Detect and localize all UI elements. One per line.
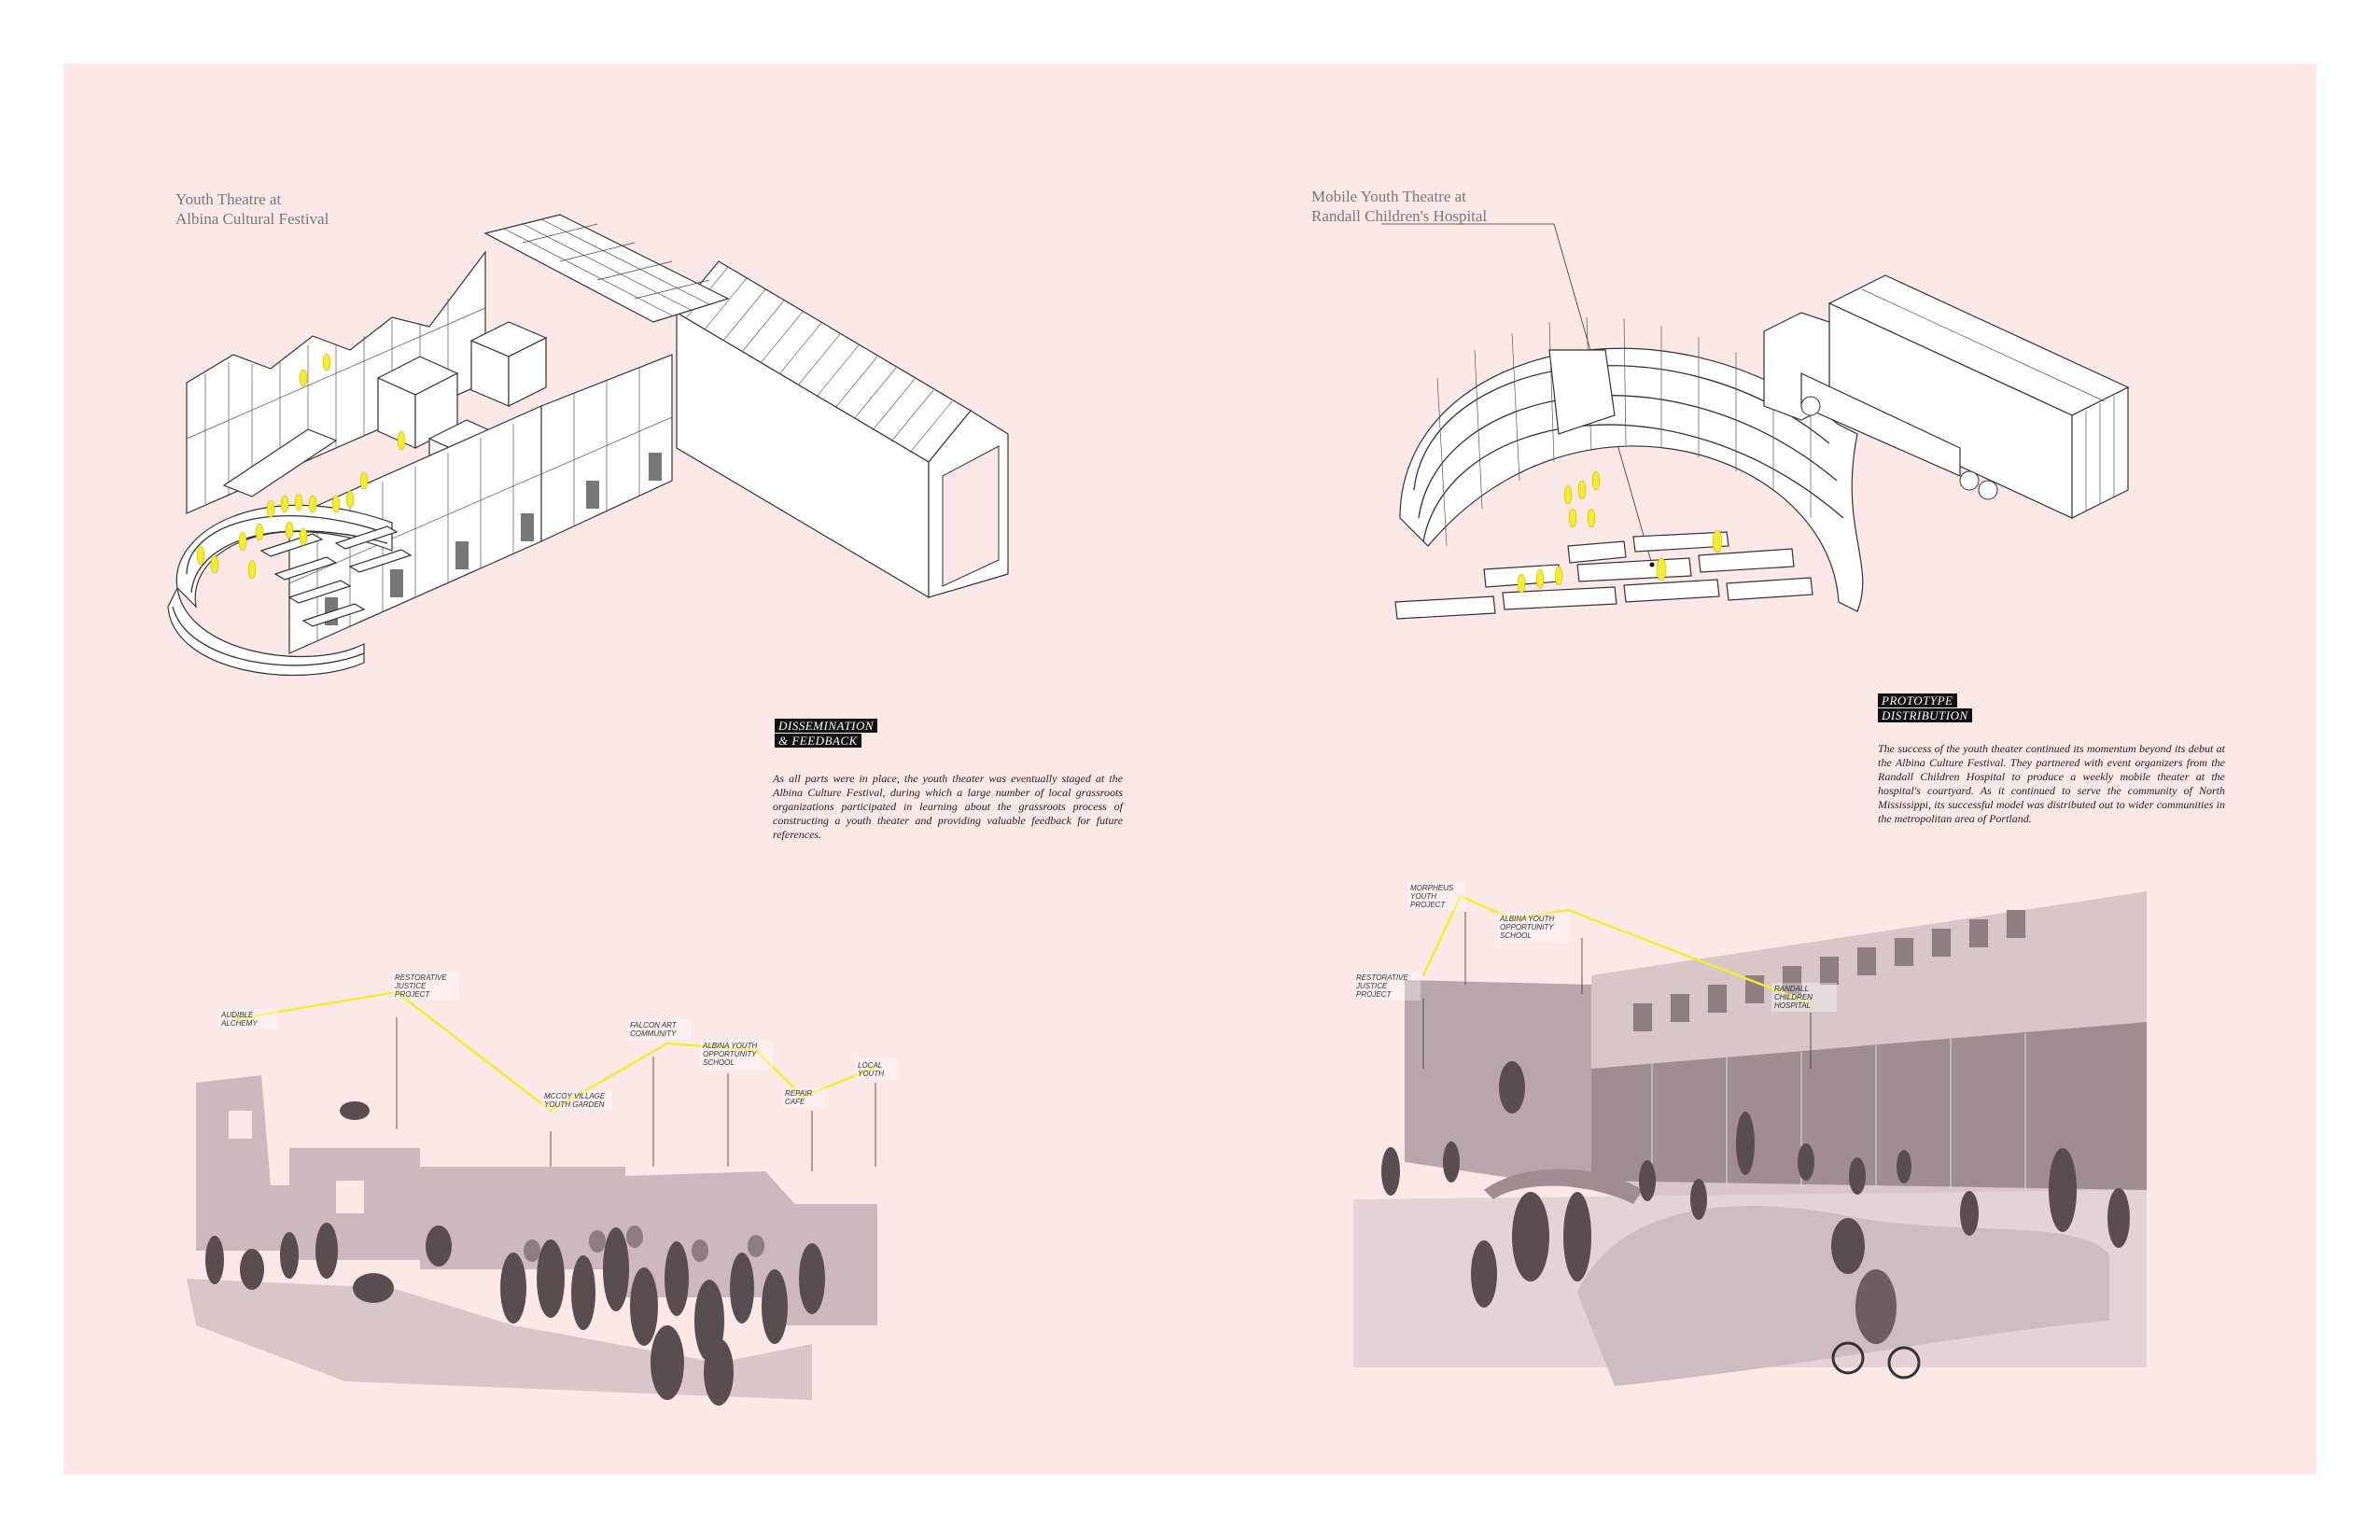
label-randall-hospital: RANDALL CHILDREN HOSPITAL [1771,983,1837,1012]
skylight-roof [483,214,730,323]
right-body-text: The success of the youth theater continu… [1878,742,2225,825]
left-section-tag: DISSEMINATION & FEEDBACK [775,719,878,749]
front-facade [288,354,673,654]
crowd-silhouettes [205,1101,825,1406]
delivery-truck [1763,274,2130,519]
curved-bleachers [167,504,393,677]
hospital-courtyard-collage [1353,891,2147,1386]
label-albina-youth-right: ALBINA YOUTH OPPORTUNITY SCHOOL [1497,913,1570,942]
label-restorative-justice-right: RESTORATIVE JUSTICE PROJECT [1353,972,1421,1001]
right-tag-line1: PROTOTYPE [1878,693,1957,707]
label-audible-alchemy: AUDIBLE ALCHEMY [218,1009,278,1029]
child-on-tricycle [1831,1269,1921,1379]
right-section-tag: PROTOTYPE DISTRIBUTION [1878,693,1972,723]
festival-collage [187,990,878,1406]
label-repair-cafe: REPAIR CAFE [782,1087,825,1108]
right-title-line2: Randall Children's Hospital [1311,207,1488,225]
label-local-youth: LOCAL YOUTH [855,1059,898,1080]
gabled-hall [676,260,1009,599]
left-title: Youth Theatre at Albina Cultural Festiva… [175,189,329,229]
label-falcon-art: FALCON ART COMMUNITY [627,1019,691,1040]
right-title-line1: Mobile Youth Theatre at [1311,188,1466,205]
label-restorative-justice: RESTORATIVE JUSTICE PROJECT [392,972,459,1001]
label-morpheus-youth: MORPHEUS YOUTH PROJECT [1407,882,1465,911]
yellow-figures [196,353,406,580]
label-albina-youth: ALBINA YOUTH OPPORTUNITY SCHOOL [700,1040,773,1069]
right-tag-line2: DISTRIBUTION [1878,708,1972,722]
mobile-theatre-axonometric [1381,223,2130,620]
left-title-line1: Youth Theatre at [175,190,282,208]
arc-wall [1399,316,1864,612]
right-title: Mobile Youth Theatre at Randall Children… [1311,187,1487,226]
network-lines [232,990,878,1113]
left-tag-line1: DISSEMINATION [775,719,878,733]
left-title-line2: Albina Cultural Festival [175,210,329,228]
network-lines-right [1421,894,1812,1005]
left-tag-line2: & FEEDBACK [775,734,861,748]
yellow-figures-right [1517,470,1723,594]
stage-benches [1394,531,1813,620]
left-body-text: As all parts were in place, the youth th… [773,772,1123,841]
courtyard-people [1381,1061,2130,1308]
play-ramp [1577,1205,2109,1386]
label-mccoy-village: McCOY VILLAGE YOUTH GARDEN [541,1090,612,1111]
youth-theatre-axonometric [167,214,1009,677]
